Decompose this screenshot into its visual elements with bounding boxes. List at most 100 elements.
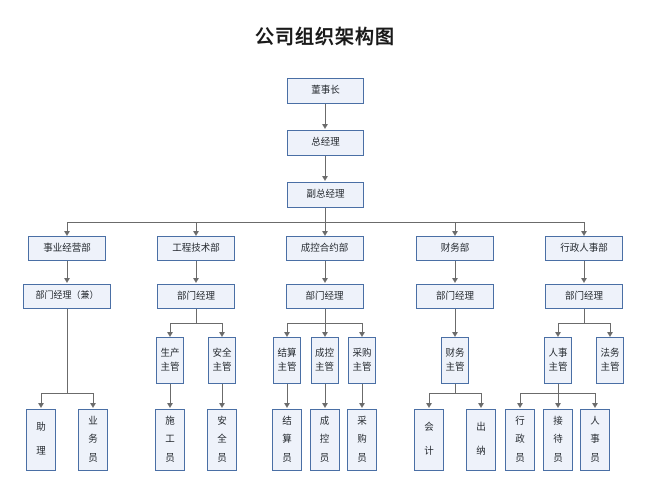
- connector-sup-settlement-staff: [287, 384, 289, 405]
- node-staff-safety-label: 安 全 员: [217, 415, 227, 464]
- node-sup-safety[interactable]: 安全 主管: [208, 337, 236, 384]
- connector-mgr-cost-stem: [324, 309, 326, 323]
- arrowhead-gm-dgm: [321, 176, 328, 181]
- node-staff-settlement-label: 结 算 员: [282, 415, 292, 464]
- connector-drop-staff-admin: [520, 393, 522, 405]
- arrowhead-sup-cost-control: [321, 332, 328, 337]
- connector-drop-staff-hr: [595, 393, 597, 405]
- node-sup-production-label: 生产 主管: [160, 347, 180, 373]
- arrowhead-dept-cost: [321, 231, 328, 236]
- connector-sup-safety-staff: [222, 384, 224, 405]
- node-staff-reception[interactable]: 接 待 员: [543, 409, 573, 471]
- node-general-manager[interactable]: 总经理: [287, 130, 364, 156]
- node-staff-cashier[interactable]: 出 纳: [466, 409, 496, 471]
- connector-sup-cost-control-staff: [324, 384, 326, 405]
- node-dept-cost-contract[interactable]: 成控合约部: [285, 236, 364, 261]
- node-staff-settlement[interactable]: 结 算 员: [272, 409, 302, 471]
- connector-dept-mgr-cost: [324, 261, 326, 280]
- connector-drop-sup-cost-control: [324, 323, 326, 334]
- node-sup-procurement-label: 采购 主管: [352, 347, 372, 373]
- arrowhead-mgr-admin: [581, 278, 588, 283]
- arrowhead-staff-cashier: [478, 403, 485, 408]
- connector-dgm-bus-stem: [324, 208, 326, 222]
- connector-bus-drop-business: [67, 222, 69, 233]
- connector-mgr-admin-stem: [584, 309, 586, 323]
- node-sup-procurement[interactable]: 采购 主管: [348, 337, 376, 384]
- node-staff-cost-control[interactable]: 成 控 员: [309, 409, 340, 471]
- connector-bus-drop-cost: [324, 222, 326, 233]
- node-staff-accountant[interactable]: 会 计: [414, 409, 444, 471]
- node-sup-settlement-label: 结算 主管: [277, 347, 297, 373]
- node-mgr-finance[interactable]: 部门经理: [416, 284, 494, 309]
- connector-gm-dgm: [324, 156, 326, 178]
- connector-sup-hr-stem: [558, 384, 560, 393]
- connector-bus-drop-finance: [455, 222, 457, 233]
- connector-mgr-business-bus: [41, 392, 93, 394]
- connector-mgr-finance-stem: [455, 309, 457, 334]
- node-staff-assistant-label: 助 理: [36, 421, 46, 458]
- arrowhead-staff-reception: [555, 403, 562, 408]
- node-mgr-cost-contract[interactable]: 部门经理: [285, 284, 364, 309]
- connector-drop-sup-procurement: [362, 323, 364, 334]
- arrowhead-sup-safety: [219, 332, 226, 337]
- node-sup-hr-label: 人事 主管: [548, 347, 568, 373]
- arrowhead-mgr-cost: [321, 278, 328, 283]
- node-sup-production[interactable]: 生产 主管: [156, 337, 184, 384]
- arrowhead-dept-engineering: [193, 231, 200, 236]
- arrowhead-staff-settlement: [284, 403, 291, 408]
- arrowhead-sup-finance: [452, 332, 459, 337]
- connector-drop-business-staff: [93, 393, 95, 405]
- connector-mgr-admin-bus: [558, 322, 610, 324]
- arrowhead-staff-construction: [167, 403, 174, 408]
- node-dept-finance[interactable]: 财务部: [416, 236, 494, 261]
- connector-drop-sup-safety: [222, 323, 224, 334]
- node-staff-admin-label: 行 政 员: [515, 415, 525, 464]
- arrowhead-sup-settlement: [284, 332, 291, 337]
- node-dept-engineering[interactable]: 工程技术部: [157, 236, 235, 261]
- connector-bus-drop-admin: [584, 222, 586, 233]
- connector-drop-assistant: [41, 393, 43, 405]
- arrowhead-mgr-business: [64, 278, 71, 283]
- arrowhead-mgr-finance: [452, 278, 459, 283]
- connector-sup-finance-stem: [455, 384, 457, 393]
- arrowhead-dept-business: [64, 231, 71, 236]
- node-dept-business[interactable]: 事业经营部: [28, 236, 106, 261]
- node-sup-hr[interactable]: 人事 主管: [544, 337, 572, 384]
- connector-drop-cashier: [481, 393, 483, 405]
- node-sup-finance[interactable]: 财务 主管: [441, 337, 469, 384]
- node-staff-construction[interactable]: 施 工 员: [155, 409, 185, 471]
- arrowhead-chairman-gm: [321, 124, 328, 129]
- node-staff-safety[interactable]: 安 全 员: [207, 409, 237, 471]
- arrowhead-staff-safety: [219, 403, 226, 408]
- node-staff-admin[interactable]: 行 政 员: [505, 409, 535, 471]
- connector-mgr-engineering-bus: [170, 322, 222, 324]
- connector-dept-mgr-finance: [455, 261, 457, 280]
- node-staff-hr[interactable]: 人 事 员: [580, 409, 610, 471]
- node-staff-construction-label: 施 工 员: [165, 415, 175, 464]
- node-deputy-general-manager[interactable]: 副总经理: [287, 182, 364, 208]
- node-mgr-admin-hr[interactable]: 部门经理: [545, 284, 623, 309]
- connector-sup-production-staff: [170, 384, 172, 405]
- node-staff-business[interactable]: 业 务 员: [78, 409, 108, 471]
- connector-chairman-gm: [324, 104, 326, 126]
- node-staff-hr-label: 人 事 员: [590, 415, 600, 464]
- node-mgr-business[interactable]: 部门经理（兼）: [23, 284, 111, 309]
- node-mgr-engineering[interactable]: 部门经理: [157, 284, 235, 309]
- arrowhead-sup-hr: [555, 332, 562, 337]
- connector-drop-staff-reception: [558, 393, 560, 405]
- node-staff-cost-control-label: 成 控 员: [319, 415, 330, 464]
- node-chairman[interactable]: 董事长: [287, 78, 364, 104]
- node-staff-procurement[interactable]: 采 购 员: [347, 409, 377, 471]
- arrowhead-assistant: [38, 403, 45, 408]
- node-staff-assistant[interactable]: 助 理: [26, 409, 56, 471]
- connector-mgr-business-stem: [67, 309, 69, 393]
- node-sup-settlement[interactable]: 结算 主管: [273, 337, 301, 384]
- arrowhead-staff-procurement: [359, 403, 366, 408]
- arrowhead-staff-admin: [517, 403, 524, 408]
- node-sup-legal[interactable]: 法务 主管: [596, 337, 624, 384]
- node-sup-cost-control[interactable]: 成控 主管: [310, 337, 339, 384]
- node-sup-safety-label: 安全 主管: [212, 347, 232, 373]
- node-dept-admin-hr[interactable]: 行政人事部: [545, 236, 623, 261]
- arrowhead-sup-legal: [607, 332, 614, 337]
